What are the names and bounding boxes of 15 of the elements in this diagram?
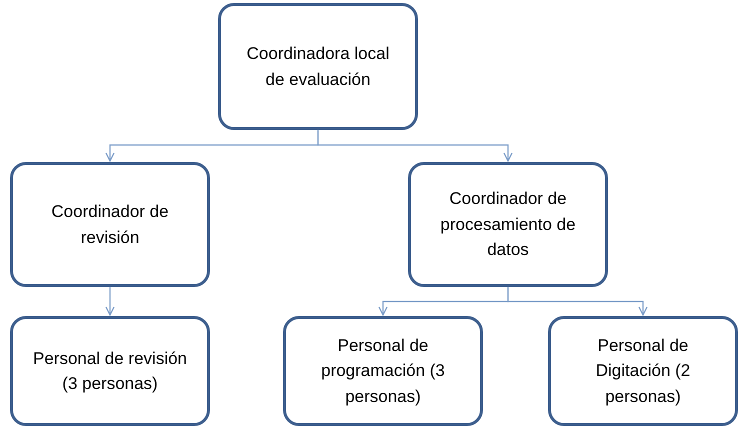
org-box <box>10 316 210 426</box>
box-label: Coordinadora local de evaluación <box>246 43 390 90</box>
box-label: Coordinador de procesamiento de datos <box>439 188 577 262</box>
box-label: Coordinador de revisión <box>50 201 170 248</box>
connector-arrow <box>317 130 513 162</box>
org-box <box>548 316 738 426</box>
box-label: Personal de Digitación (2 personas) <box>594 334 692 408</box>
org-box <box>218 3 418 130</box>
org-box <box>408 162 608 287</box>
org-box <box>10 162 210 287</box>
org-box <box>283 316 483 426</box>
connector-arrow <box>105 287 115 316</box>
connector-arrow <box>507 287 648 316</box>
box-label: Personal de programación (3 personas) <box>320 334 446 408</box>
box-label: Personal de revisión (3 personas) <box>32 348 188 395</box>
